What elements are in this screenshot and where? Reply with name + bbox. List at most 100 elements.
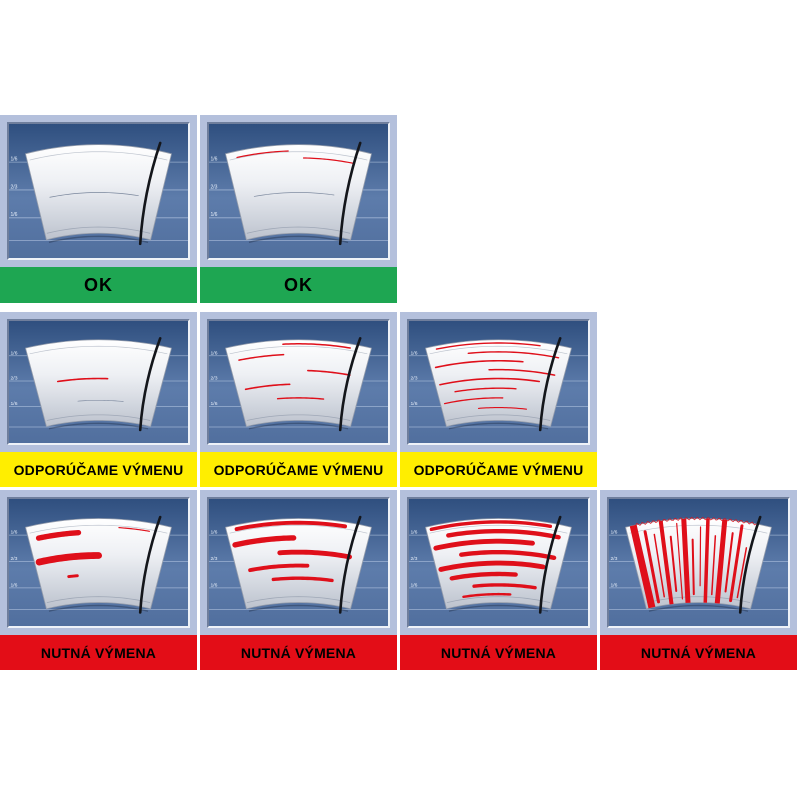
streak-arc: [302, 157, 355, 164]
streak-arc: [271, 576, 334, 583]
streak-arc: [438, 560, 546, 572]
wear-streaks: [236, 150, 355, 197]
chatter-marks: [635, 516, 757, 526]
wiper-sweep-graphic: 1/62/31/6: [9, 321, 188, 443]
sheen-line: [46, 414, 151, 421]
status-bar-recommend: ODPORÚČAME VÝMENU: [0, 452, 197, 487]
scale-label: 1/6: [211, 212, 218, 218]
streak-arc: [232, 535, 297, 548]
scale-label: 1/6: [411, 401, 418, 407]
scale-label: 2/3: [411, 376, 418, 382]
scale-label: 1/6: [411, 350, 418, 356]
streak-radial: [691, 538, 695, 596]
streak-arc: [454, 387, 517, 393]
status-label: OK: [84, 274, 113, 295]
streak-arc: [236, 150, 289, 159]
fan-shadow: [248, 235, 349, 244]
wiper-sweep-graphic: 1/62/31/6: [9, 499, 188, 626]
streak-arc: [234, 520, 348, 532]
wiper-blade: [738, 515, 762, 614]
scale-label: 2/3: [11, 376, 18, 382]
fan-shadow: [48, 422, 149, 430]
streak-radial: [703, 518, 710, 605]
scale-label: 1/6: [11, 212, 18, 218]
sheen-line: [446, 596, 551, 603]
fan-shadow: [48, 604, 149, 612]
scale-label: 2/3: [211, 556, 218, 562]
status-label: NUTNÁ VÝMENA: [640, 644, 757, 661]
status-label: ODPORÚČAME VÝMENU: [13, 461, 184, 478]
streak-arc: [429, 520, 553, 532]
sheen-line: [29, 524, 168, 534]
scale-label: 1/6: [211, 157, 218, 163]
streak-arc: [277, 549, 352, 560]
sheen-line: [246, 226, 351, 234]
streak-arc: [434, 359, 524, 369]
streak-arc: [248, 563, 310, 573]
wear-streaks: [56, 377, 124, 402]
wiper-sweep-graphic: 1/6 2/3 1/6: [409, 321, 588, 443]
status-label: NUTNÁ VÝMENA: [40, 644, 157, 661]
illustration-frame: 1/6 2/3 1/6: [400, 490, 597, 635]
scale-label: 2/3: [411, 556, 418, 562]
streak-radial: [676, 522, 684, 600]
wiper-blade: [138, 337, 162, 432]
sheen-line: [246, 596, 351, 603]
sheen-line: [429, 345, 568, 355]
streak-squiggle: [635, 516, 757, 526]
windshield-panel: 1/6 2/3 1/6: [407, 497, 590, 628]
sheen-line: [429, 524, 568, 534]
wiper-sweep-graphic: 1/62/31/6: [209, 321, 388, 443]
streak-arc: [244, 383, 291, 391]
fan-shadow: [248, 422, 349, 430]
status-bar-recommend: ODPORÚČAME VÝMENU: [200, 452, 397, 487]
scale-label: 1/6: [11, 350, 18, 356]
status-label: ODPORÚČAME VÝMENU: [213, 461, 384, 478]
wear-streaks: [434, 342, 560, 410]
wiped-area: [225, 339, 372, 427]
streak-radial: [669, 535, 678, 592]
scale-label: 2/3: [211, 184, 218, 190]
wiper-blade: [138, 515, 162, 614]
scale-label: 1/6: [211, 530, 218, 536]
streak-arc: [488, 368, 556, 376]
wiper-blade: [138, 141, 162, 246]
fan-shadow: [448, 604, 549, 612]
sheen-line: [446, 414, 551, 421]
windshield-panel: 1/6 2/3 1/6: [207, 122, 390, 260]
streak-arc: [449, 571, 518, 581]
status-bar-ok: OK: [0, 267, 197, 303]
scale-label: 1/6: [411, 530, 418, 536]
streak-arc: [253, 192, 335, 197]
streak-arc: [435, 342, 541, 350]
streak-arc: [35, 552, 103, 566]
sheen-line: [29, 345, 168, 355]
status-bar-recommend: ODPORÚČAME VÝMENU: [400, 452, 597, 487]
scale-label: 1/6: [411, 582, 418, 588]
wiper-blade: [538, 337, 562, 432]
streak-radial: [643, 530, 661, 604]
wiped-area: [25, 518, 172, 610]
wiper-sweep-graphic: 1/62/31/6: [609, 499, 788, 626]
streak-arc: [439, 377, 541, 386]
sheen-line: [229, 524, 368, 534]
streak-arc: [443, 397, 504, 405]
streak-arc: [282, 343, 351, 349]
streak-radial: [729, 524, 744, 603]
